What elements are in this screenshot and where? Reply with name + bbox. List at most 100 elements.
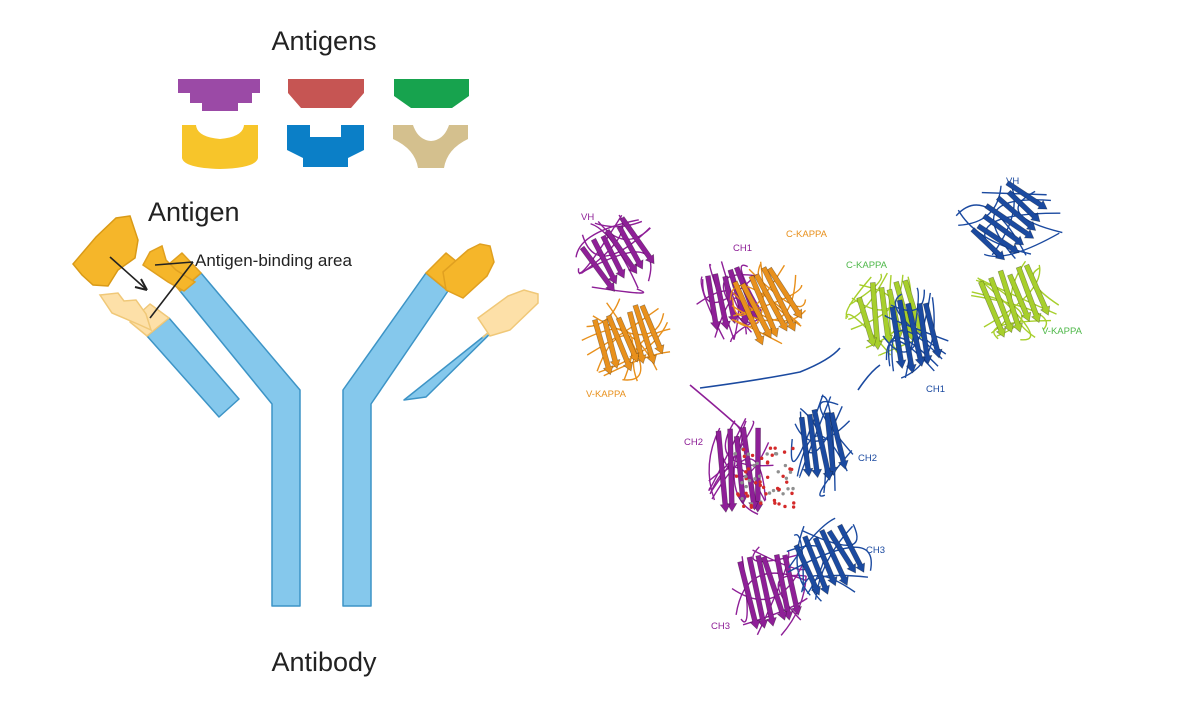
domain-labels: VH CH1 C-KAPPA V-KAPPA VH C-KAPPA V-KAPP…: [581, 176, 1083, 632]
beta-strand: [753, 273, 788, 332]
docking-antigen: [72, 215, 139, 287]
domain-vkappa-left: [581, 298, 671, 382]
ligand-atom: [786, 487, 790, 491]
ligand-atom: [785, 480, 789, 484]
beta-strand: [639, 304, 665, 355]
ribbon-loop: [708, 417, 747, 491]
ligand-atom: [759, 501, 763, 505]
ribbon-loop: [983, 232, 1060, 258]
antigen-legend: [178, 79, 469, 169]
antigen-shape-blue: [287, 125, 364, 167]
ribbon-loop: [594, 220, 643, 228]
label-ch2-left: CH2: [684, 437, 703, 448]
ribbon-loop: [977, 277, 1032, 341]
ligand-atom: [757, 474, 762, 478]
antigens-title: Antigens: [271, 26, 376, 56]
antigen-shape-yellow: [182, 125, 258, 169]
beta-strand: [922, 302, 943, 359]
ligand-atom: [775, 486, 780, 491]
beta-strand: [802, 535, 830, 595]
ribbon-loop: [788, 517, 836, 569]
ligand-atom: [764, 492, 768, 496]
domain-ch3-right: [786, 517, 872, 602]
label-vh-right: VH: [1006, 176, 1019, 187]
ribbon-loop: [900, 297, 935, 379]
beta-strand: [806, 413, 823, 479]
ligand-atom: [790, 491, 794, 496]
beta-strand: [995, 195, 1037, 231]
ribbon-loop: [731, 319, 783, 345]
ribbon-loop: [819, 400, 854, 455]
ligand-atom: [742, 454, 747, 459]
label-ch2-right: CH2: [858, 453, 877, 464]
left-binding-cleft-heavy: [142, 244, 197, 292]
beta-strand: [856, 296, 877, 348]
beta-strand: [755, 554, 777, 627]
beta-strand: [632, 304, 657, 365]
heavy-chain-left: [179, 272, 301, 607]
ligand-atom: [772, 498, 777, 503]
hinge-loop: [857, 364, 881, 391]
beta-strand: [740, 282, 773, 339]
ribbon-domains: [575, 180, 1063, 636]
domain-ch3-left: [731, 546, 808, 636]
beta-strand: [590, 237, 618, 285]
label-vkappa-left: V-KAPPA: [586, 389, 627, 400]
ribbon-loop: [793, 533, 804, 591]
beta-strand: [1007, 273, 1032, 322]
hinge-loop: [689, 384, 741, 429]
ligand-atom: [753, 477, 757, 481]
beta-strand: [978, 280, 1007, 338]
ligand-atom: [767, 491, 772, 495]
beta-strand: [726, 428, 738, 513]
beta-strand: [982, 213, 1025, 246]
antibody-schematic-panel: Antigens Antigen Antigen-binding area: [72, 26, 539, 677]
beta-strand: [896, 299, 917, 374]
ligand-atom: [752, 463, 756, 468]
label-ckappa-left: C-KAPPA: [786, 229, 828, 240]
ribbon-loop: [740, 264, 763, 314]
glycan-ligand: [733, 446, 796, 510]
ligand-atom: [784, 476, 789, 481]
antigen-shape-red: [288, 79, 364, 108]
label-ch1-right: CH1: [926, 384, 945, 395]
ligand-atom: [783, 504, 787, 509]
beta-strand: [1006, 189, 1041, 223]
beta-strand: [1005, 180, 1048, 210]
antigen-shape-purple: [178, 79, 260, 111]
antibody-label: Antibody: [271, 647, 377, 677]
ligand-atom: [760, 456, 764, 461]
ligand-atom: [765, 475, 770, 479]
label-vh-left: VH: [581, 212, 594, 223]
beta-strand: [798, 416, 814, 478]
antibody-y-shape: [129, 252, 521, 607]
beta-strand: [984, 203, 1035, 239]
ligand-atom: [782, 450, 787, 454]
beta-strand: [761, 266, 797, 332]
domain-vh-left: [575, 214, 655, 294]
ligand-atom: [744, 491, 748, 495]
ligand-atom: [768, 446, 773, 450]
ligand-atom: [742, 504, 746, 509]
ribbon-loop: [591, 286, 645, 294]
ribbon-loop: [577, 214, 623, 274]
left-binding-cleft-light: [98, 292, 153, 332]
binding-arrowhead: [134, 278, 148, 291]
ligand-atom: [781, 492, 785, 496]
ligand-atom: [773, 446, 777, 450]
antigen-shape-green: [394, 79, 469, 108]
hinge-loop: [699, 347, 841, 389]
ligand-atom: [774, 452, 779, 456]
pointer-line-lower: [149, 261, 194, 319]
binding-sites: [98, 243, 539, 337]
ligand-atom: [761, 485, 766, 490]
domain-vh-right: [955, 180, 1063, 261]
beta-strand: [616, 225, 644, 270]
antibody-ribbon-structure: VH CH1 C-KAPPA V-KAPPA VH C-KAPPA V-KAPP…: [540, 176, 1100, 680]
ribbon-loop: [958, 185, 1002, 227]
beta-strand: [826, 529, 856, 574]
binding-arrow: [109, 256, 148, 291]
ribbon-loop: [733, 284, 803, 317]
ligand-atom: [783, 463, 788, 468]
